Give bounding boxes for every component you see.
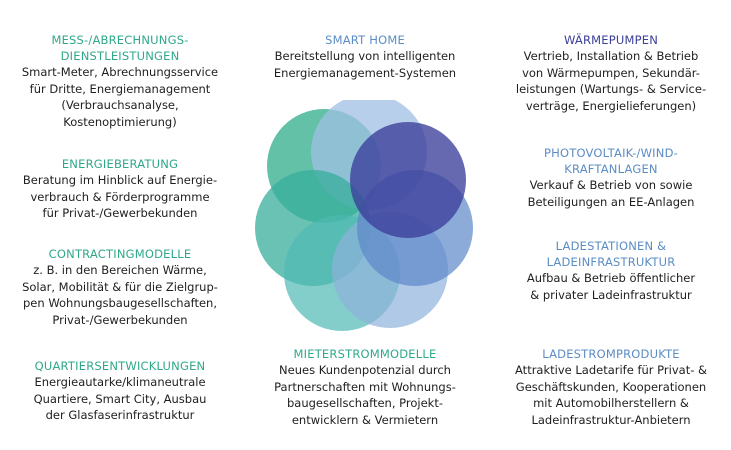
block-contracting: CONTRACTINGMODELLE z. B. in den Bereiche… [0,246,240,328]
block-ladestrom: LADESTROMPRODUKTE Attraktive Ladetarife … [491,346,731,428]
circle-top-navy [350,122,466,238]
block-quartier: QUARTIERSENTWICKLUNGEN Energieautarke/kl… [0,358,240,424]
title-mess-abrechnung: MESS-/ABRECHNUNGS- DIENSTLEISTUNGEN [51,33,189,63]
block-ladestationen: LADESTATIONEN & LADEINFRASTRUKTUR Aufbau… [491,238,731,303]
title-waermepumpen: WÄRMEPUMPEN [563,33,659,47]
overlapping-circles-graphic [255,100,473,331]
desc-mieterstrom: Neues Kundenpotenzial durch Partnerschaf… [274,363,456,427]
title-contracting: CONTRACTINGMODELLE [48,247,192,261]
desc-contracting: z. B. in den Bereichen Wärme, Solar, Mob… [22,263,218,327]
desc-waermepumpen: Vertrieb, Installation & Betrieb von Wär… [515,49,707,113]
title-energieberatung: ENERGIEBERATUNG [61,157,179,171]
desc-ladestrom: Attraktive Ladetarife für Privat- & Gesc… [515,363,707,427]
desc-quartier: Energieautarke/klimaneutrale Quartiere, … [33,375,207,422]
desc-energieberatung: Beratung im Hinblick auf Energie- verbra… [22,173,218,220]
title-photovoltaik: PHOTOVOLTAIK-/WIND- KRAFTANLAGEN [544,146,678,176]
title-ladestrom: LADESTROMPRODUKTE [542,347,680,361]
block-waermepumpen: WÄRMEPUMPEN Vertrieb, Installation & Bet… [491,32,731,114]
title-quartier: QUARTIERSENTWICKLUNGEN [34,359,206,373]
desc-photovoltaik: Verkauf & Betrieb von sowie Beteiligunge… [527,178,695,209]
desc-smart-home: Bereitstellung von intelligenten Energie… [273,49,457,80]
block-mess-abrechnung: MESS-/ABRECHNUNGS- DIENSTLEISTUNGEN Smar… [0,32,240,130]
block-energieberatung: ENERGIEBERATUNG Beratung im Hinblick auf… [0,156,240,222]
title-mieterstrom: MIETERSTROMMODELLE [293,347,437,361]
title-smart-home: SMART HOME [325,33,405,47]
block-mieterstrom: MIETERSTROMMODELLE Neues Kundenpotenzial… [240,346,490,428]
block-smart-home: SMART HOME Bereitstellung von intelligen… [245,32,485,81]
desc-mess-abrechnung: Smart-Meter, Abrechnungsservice für Drit… [21,65,219,129]
block-photovoltaik: PHOTOVOLTAIK-/WIND- KRAFTANLAGEN Verkauf… [491,145,731,210]
desc-ladestationen: Aufbau & Betrieb öffentlicher & privater… [526,271,696,302]
title-ladestationen: LADESTATIONEN & LADEINFRASTRUKTUR [546,239,676,269]
